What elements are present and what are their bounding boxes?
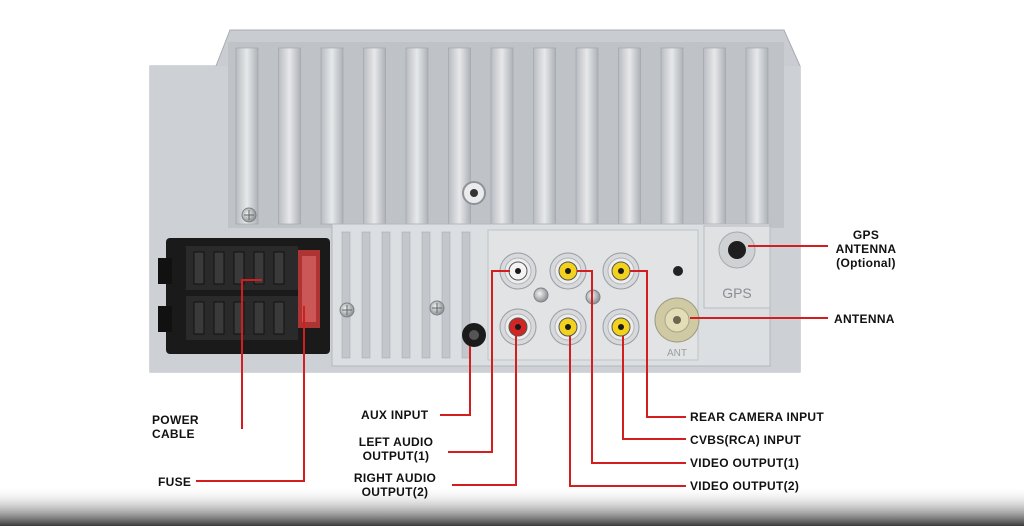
vent-slot — [441, 231, 451, 359]
callout-line — [622, 336, 686, 440]
connector-pin — [273, 251, 285, 285]
aux-input-jack — [462, 323, 486, 347]
callout-line — [440, 346, 471, 416]
bottom-shadow — [0, 486, 1024, 526]
vent-slot — [401, 231, 411, 359]
gps-antenna-port: GPS — [703, 225, 771, 309]
heat-sink-fin — [533, 47, 556, 225]
iso-power-connector — [158, 238, 330, 354]
aux-input-label: AUX INPUT — [361, 408, 429, 422]
heat-sink-fin — [405, 47, 429, 225]
callout-lines — [196, 245, 828, 487]
heat-sink-fin — [363, 47, 386, 225]
connector-pin — [233, 301, 245, 335]
connector-pin — [253, 251, 265, 285]
vent-slot — [361, 231, 371, 359]
rca-jacks — [499, 252, 640, 346]
heat-sink-fin — [235, 47, 259, 225]
mount-screw — [429, 300, 445, 316]
connector-pin — [213, 301, 225, 335]
video-out-1-jack — [549, 252, 587, 290]
heat-sink-fin — [745, 47, 769, 225]
vent-slots — [341, 231, 471, 359]
cvbs-input-label: CVBS(RCA) INPUT — [690, 433, 802, 447]
vent-slot — [421, 231, 431, 359]
heat-sink-fin — [320, 47, 344, 225]
heat-sink-fin — [660, 47, 684, 225]
connector-pin — [233, 251, 245, 285]
heat-sink-fin — [490, 47, 514, 225]
connector-pin — [193, 301, 205, 335]
callout-line — [452, 335, 517, 486]
mount-screw — [241, 207, 257, 223]
left-audio-out-jack — [499, 252, 537, 290]
video-out-2-jack — [549, 308, 587, 346]
heat-sink-fins — [228, 42, 784, 228]
vent-slot — [461, 231, 471, 359]
heat-sink-fin — [618, 47, 641, 225]
vent-slot — [341, 231, 351, 359]
mount-screw — [339, 302, 355, 318]
connector-pin — [193, 251, 205, 285]
radio-antenna-port: ANT — [654, 297, 700, 359]
video-output-1-label: VIDEO OUTPUT(1) — [690, 456, 800, 470]
fuse-label: FUSE — [158, 475, 192, 489]
cvbs-in-jack — [602, 308, 640, 346]
heat-sink-fin — [575, 47, 599, 225]
right-audio-out-jack — [499, 308, 537, 346]
vent-slot — [381, 231, 391, 359]
callout-line — [577, 270, 686, 464]
callout-line — [241, 279, 262, 429]
heat-sink-fin — [278, 47, 301, 225]
callout-line — [569, 336, 686, 487]
rear-camera-input-label: REAR CAMERA INPUT — [690, 410, 824, 424]
ant-port-label: ANT — [667, 348, 687, 359]
fuse — [298, 250, 320, 328]
callout-line — [196, 306, 305, 482]
callout-line — [448, 270, 510, 453]
connector-pin — [273, 301, 285, 335]
heat-sink-fin — [703, 47, 726, 225]
antenna-label: ANTENNA — [834, 312, 895, 326]
connector-pin — [253, 301, 265, 335]
rear-camera-in-jack — [602, 252, 640, 290]
callout-line — [630, 270, 686, 418]
gps-port-label: GPS — [722, 285, 752, 301]
connector-pin — [213, 251, 225, 285]
video-output-2-label: VIDEO OUTPUT(2) — [690, 479, 800, 493]
